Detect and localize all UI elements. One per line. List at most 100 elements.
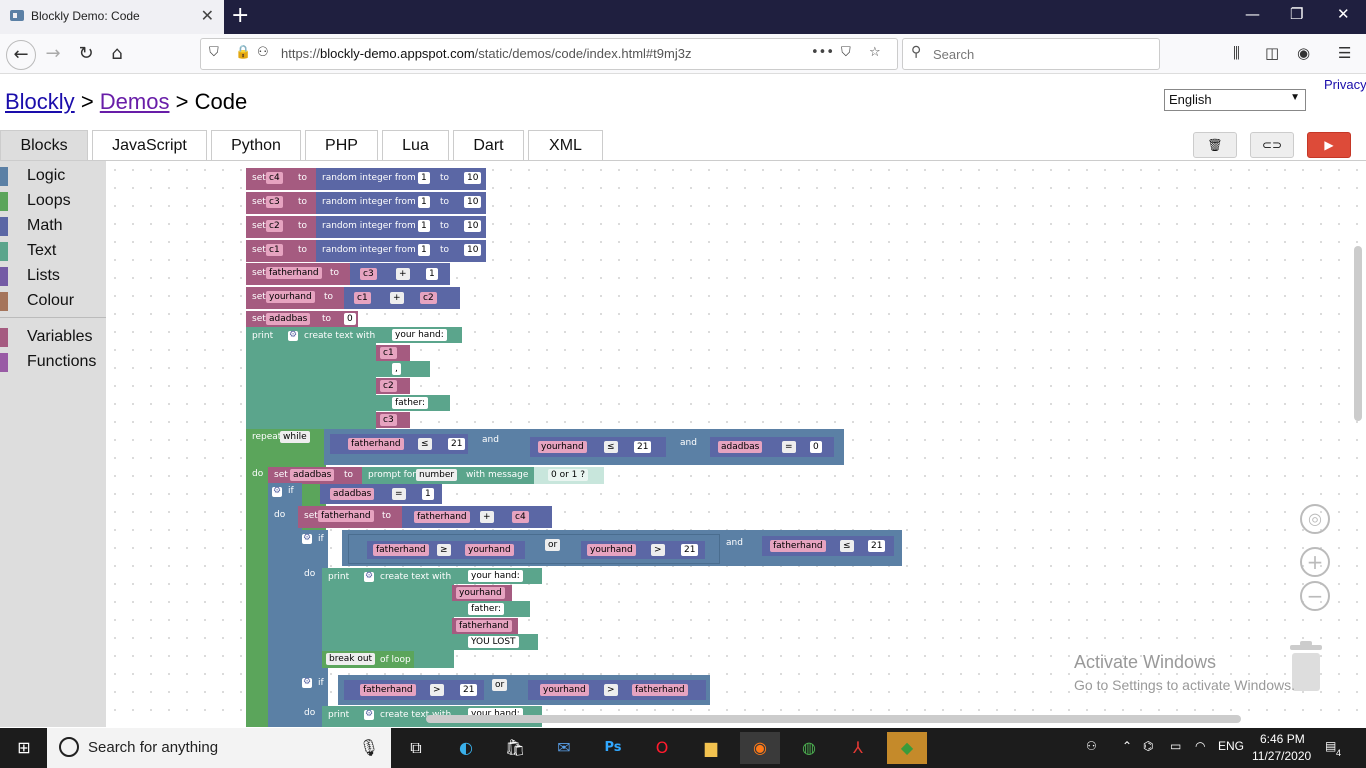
toolbox-category-lists[interactable]: Lists (0, 265, 106, 287)
windows-start-icon[interactable]: ⊞ (17, 738, 31, 757)
tray-chevron-up-icon[interactable]: ⌃ (1122, 739, 1133, 753)
text-lost-block[interactable]: YOU LOST (452, 634, 538, 650)
text-your-hand[interactable]: your hand: (392, 329, 447, 341)
var-c3[interactable]: c3 (266, 196, 283, 208)
bookmark-star-icon[interactable]: ☆ (869, 45, 881, 60)
menu-icon[interactable]: ☰ (1338, 44, 1352, 62)
var-c2[interactable]: c2 (266, 220, 283, 232)
trash-button[interactable]: 🗑 (1193, 132, 1237, 158)
compare-block[interactable]: yourhand ≤ 21 (530, 437, 666, 457)
lock-icon[interactable]: 🔒 (235, 45, 252, 60)
op-gt[interactable]: > (430, 684, 444, 696)
set-c1-block[interactable]: set c1 to (246, 240, 316, 262)
math-add-block[interactable]: c3 + 1 (350, 263, 450, 285)
recenter-icon[interactable]: ◎ (1300, 504, 1330, 534)
random-int-block[interactable]: random integer from 1 to 10 (316, 240, 486, 262)
op-gt[interactable]: > (651, 544, 665, 556)
library-icon[interactable]: ⫼ (1233, 44, 1240, 62)
var-yourhand[interactable]: yourhand (456, 587, 505, 599)
while-dropdown[interactable]: while (280, 431, 310, 443)
compare-block[interactable]: adadbas = 1 (320, 484, 442, 504)
new-tab-icon[interactable]: + (231, 3, 250, 28)
text-your-hand[interactable]: your hand: (468, 570, 523, 582)
op-le[interactable]: ≤ (840, 540, 854, 552)
var-yourhand[interactable]: yourhand (587, 544, 636, 556)
op-eq[interactable]: = (392, 488, 406, 500)
app-icon[interactable]: ◆ (887, 732, 927, 764)
network-icon[interactable]: ⌬ (1143, 739, 1154, 753)
sidebar-icon[interactable]: ◫ (1265, 44, 1280, 62)
logic-or-block[interactable]: fatherhand ≥ yourhand or yourhand > 21 (348, 534, 720, 564)
prompt-block[interactable]: prompt for number with message (362, 467, 534, 484)
people-icon[interactable]: ⚇ (1086, 739, 1097, 753)
toolbox-category-math[interactable]: Math (0, 215, 106, 237)
var-c1[interactable]: c1 (380, 347, 397, 359)
reload-icon[interactable]: ↻ (78, 43, 94, 64)
firefox-icon[interactable]: ◉ (740, 732, 780, 764)
var-yourhand[interactable]: yourhand (540, 684, 589, 696)
var-yourhand[interactable]: yourhand (465, 544, 514, 556)
tab-python[interactable]: Python (211, 130, 301, 160)
url-text[interactable]: https://blockly-demo.appspot.com/static/… (281, 46, 692, 61)
search-box[interactable]: ⚲ Search (902, 38, 1160, 70)
var-fatherhand[interactable]: fatherhand (456, 620, 512, 632)
mutator-gear-icon[interactable]: ⚙ (364, 709, 374, 720)
logic-and-block[interactable]: fatherhand ≤ 21 and yourhand ≤ 21 and ad… (324, 429, 844, 465)
tab-blocks[interactable]: Blocks (0, 130, 88, 160)
num-10[interactable]: 10 (464, 220, 482, 232)
compare-block[interactable]: fatherhand ≥ yourhand (367, 541, 525, 559)
var-c4[interactable]: c4 (266, 172, 283, 184)
break-dropdown[interactable]: break out (326, 653, 376, 665)
var-c2[interactable]: c2 (380, 380, 397, 392)
print-block[interactable]: print ⚙ create text with (246, 327, 376, 429)
photoshop-icon[interactable]: Ps (604, 740, 622, 755)
minimize-icon[interactable]: — (1245, 5, 1260, 23)
var-adadbas[interactable]: adadbas (266, 313, 311, 325)
privacy-link[interactable]: Privacy (1324, 77, 1366, 92)
set-fatherhand-block[interactable]: set fatherhand to (298, 506, 402, 528)
var-fatherhand[interactable]: fatherhand (348, 438, 404, 450)
text-you-lost[interactable]: YOU LOST (468, 636, 519, 648)
logic-and-block[interactable]: yourhand ≤ 21 and adadbas = 0 (514, 434, 838, 460)
text-literal-block[interactable]: your hand: (452, 568, 542, 584)
browser-tab[interactable]: Blockly Demo: Code ✕ (0, 0, 224, 34)
var-fatherhand[interactable]: fatherhand (318, 510, 374, 522)
math-add-block[interactable]: c1 + c2 (344, 287, 460, 309)
logic-and-block[interactable]: fatherhand ≥ yourhand or yourhand > 21 a… (342, 530, 902, 566)
num-21[interactable]: 21 (634, 441, 652, 453)
battery-icon[interactable]: ▭ (1170, 739, 1182, 753)
restore-icon[interactable]: ❐ (1290, 5, 1304, 23)
toolbox-category-text[interactable]: Text (0, 240, 106, 262)
var-c1[interactable]: c1 (354, 292, 371, 304)
num-1[interactable]: 1 (418, 220, 430, 232)
num-10[interactable]: 10 (464, 196, 482, 208)
set-adadbas-block[interactable]: set adadbas to 0 (246, 311, 358, 329)
compare-block[interactable]: fatherhand > 21 (344, 680, 484, 700)
mutator-gear-icon[interactable]: ⚙ (288, 330, 298, 341)
horizontal-scrollbar[interactable] (426, 715, 1241, 723)
zoom-out-icon[interactable]: − (1300, 581, 1330, 611)
set-fatherhand-block[interactable]: set fatherhand to (246, 263, 350, 285)
var-c1-block[interactable]: c1 (376, 345, 410, 361)
op-le[interactable]: ≤ (418, 438, 432, 450)
account-icon[interactable]: ◉ (1297, 44, 1311, 62)
var-fatherhand[interactable]: fatherhand (266, 267, 322, 279)
tab-lua[interactable]: Lua (382, 130, 449, 160)
breadcrumb-demos-link[interactable]: Demos (99, 89, 170, 114)
op-plus[interactable]: + (390, 292, 404, 304)
set-c2-block[interactable]: set c2 to (246, 216, 316, 238)
num-21[interactable]: 21 (460, 684, 478, 696)
var-adadbas[interactable]: adadbas (290, 469, 335, 481)
text-father-block[interactable]: father: (376, 395, 450, 411)
microphone-icon[interactable]: 🎙 (358, 738, 379, 757)
toolbox-category-functions[interactable]: Functions (0, 351, 106, 373)
permissions-icon[interactable]: ⚇ (257, 45, 269, 60)
compare-block[interactable]: yourhand > 21 (581, 541, 705, 559)
set-adadbas-block[interactable]: set adadbas to (268, 467, 362, 484)
num-21[interactable]: 21 (448, 438, 466, 450)
compare-block[interactable]: adadbas = 0 (710, 437, 834, 457)
or-dropdown[interactable]: or (492, 679, 508, 691)
logic-or-block[interactable]: fatherhand > 21 or yourhand > fatherhand (338, 675, 710, 705)
notifications-icon[interactable]: ▤ (1325, 739, 1337, 753)
break-loop-block[interactable]: break out of loop (322, 651, 414, 668)
